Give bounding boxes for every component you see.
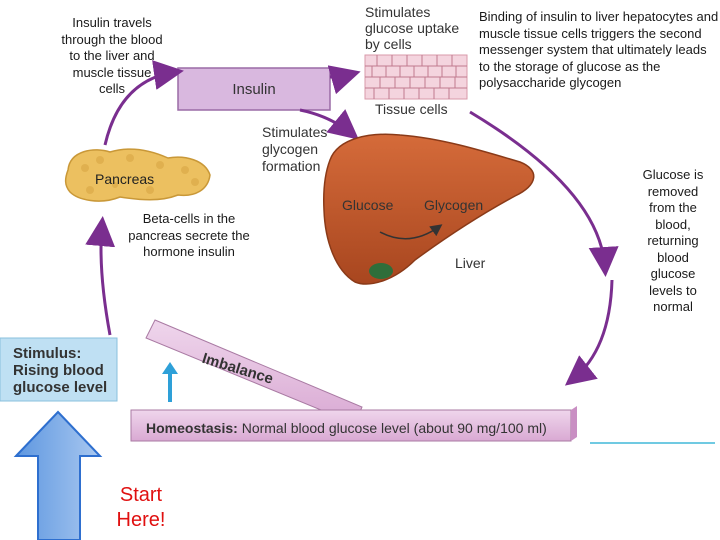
stimulus-box xyxy=(0,337,118,402)
insulin-box xyxy=(177,67,331,111)
homeostasis-bar xyxy=(130,406,577,442)
note-glucose-removed: Glucose is removed from the blood, retur… xyxy=(642,167,704,314)
note-binding: Binding of insulin to liver hepatocytes … xyxy=(479,9,719,90)
label-glycogen: Glycogen xyxy=(424,197,484,213)
note-insulin-travels: Insulin travels through the blood to the… xyxy=(61,15,163,96)
label-stimulates-glycogen: Stimulates glycogen formation xyxy=(262,124,328,174)
arrow-pancreas-to-insulin xyxy=(103,60,184,146)
start-here-label: Start Here! xyxy=(116,484,166,531)
label-stimulus: Stimulus: Rising blood glucose level xyxy=(13,345,108,396)
arrow-glucose-to-glycogen xyxy=(379,224,443,240)
arrow-to-pancreas xyxy=(85,216,116,336)
label-homeostasis-bold: Homeostasis: xyxy=(146,420,238,436)
label-liver: Liver xyxy=(455,255,486,271)
arrow-to-liver xyxy=(299,108,359,140)
tissue-cells-image xyxy=(364,54,468,100)
stimulus-arrow xyxy=(162,362,178,402)
label-homeostasis-text: Normal blood glucose level (about 90 mg/… xyxy=(237,420,547,436)
label-insulin: Insulin xyxy=(232,80,276,98)
arrow-to-tissue xyxy=(327,65,361,95)
label-tissue-cells: Tissue cells xyxy=(375,101,448,117)
label-glucose: Glucose xyxy=(342,197,394,213)
start-arrow-icon xyxy=(13,410,103,540)
note-beta-cells: Beta-cells in the pancreas secrete the h… xyxy=(128,211,250,259)
label-homeostasis: Homeostasis: Normal blood glucose level … xyxy=(146,420,547,436)
label-pancreas: Pancreas xyxy=(95,171,155,187)
arrow-tissue-to-right xyxy=(469,110,619,277)
arrow-to-homeostasis xyxy=(564,279,614,386)
label-stimulates-uptake: Stimulates glucose uptake by cells xyxy=(365,4,460,52)
pancreas-image xyxy=(64,148,211,202)
liver-image xyxy=(323,133,535,285)
